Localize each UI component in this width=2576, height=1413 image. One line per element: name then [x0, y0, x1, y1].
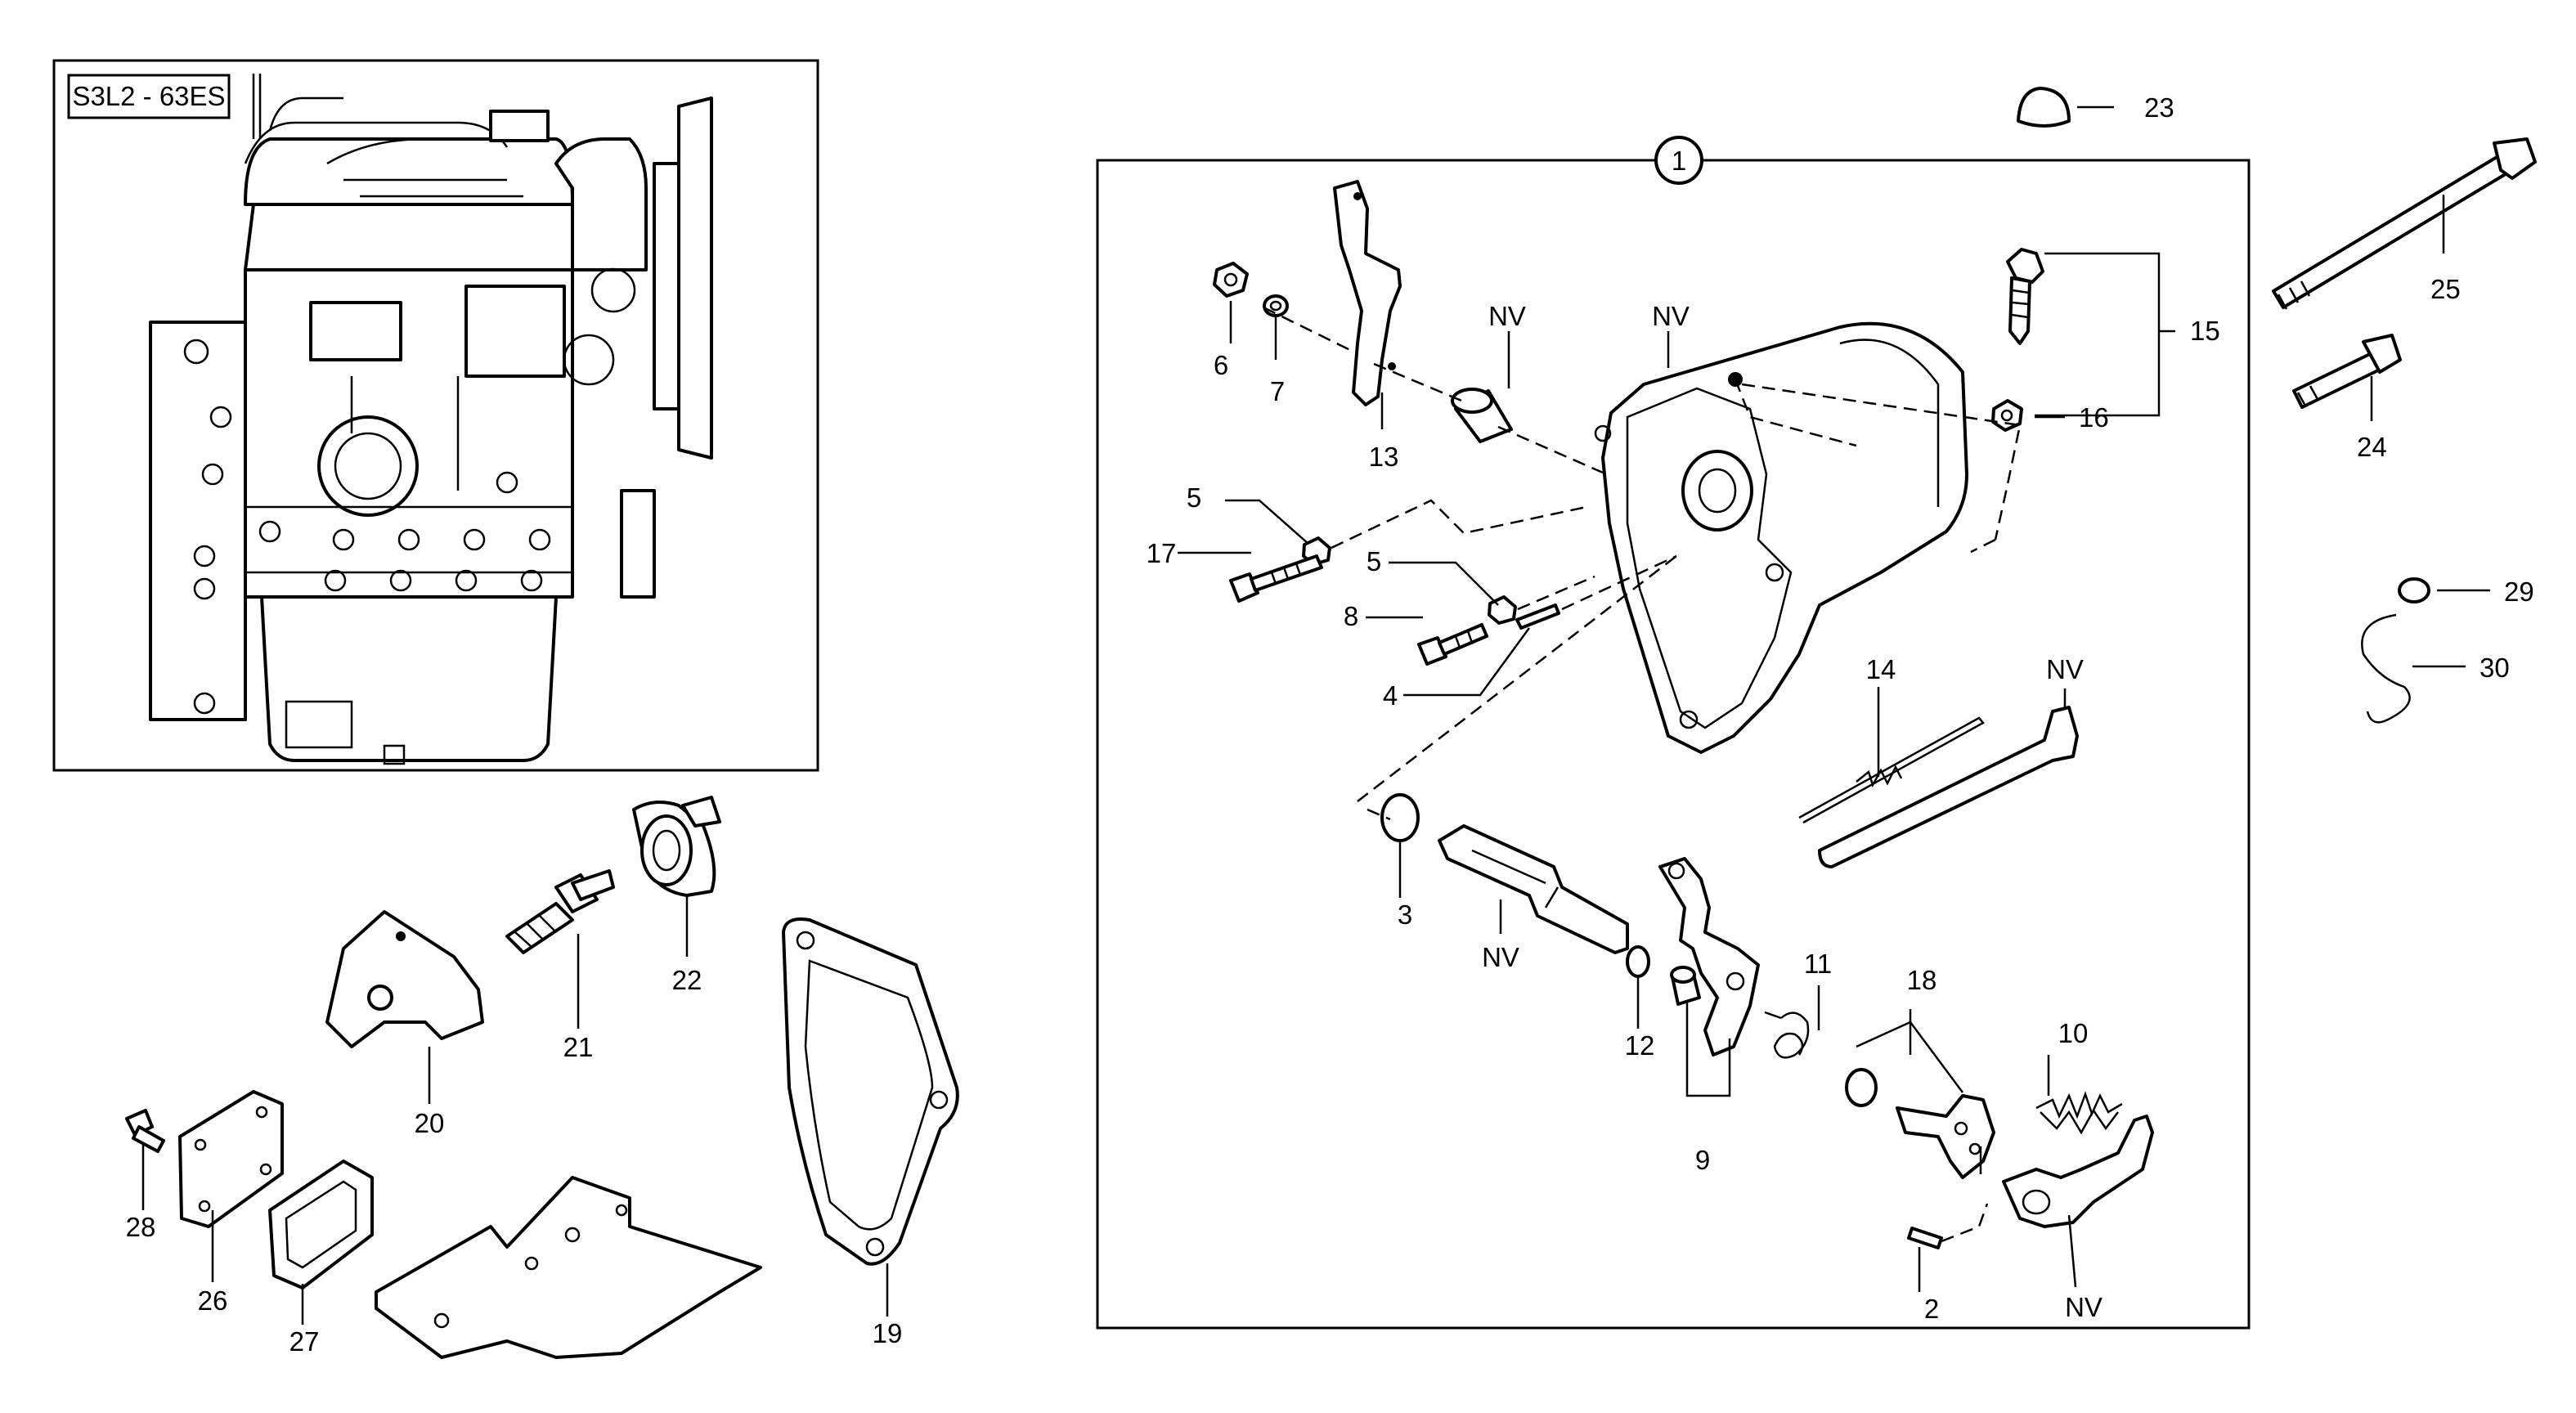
nv-shaft-label: NV: [1482, 942, 1519, 972]
part-11-spring: [1764, 1011, 1810, 1059]
callout-27: 27: [289, 1326, 320, 1357]
main-housing: [1594, 321, 1968, 754]
part-13-lever: [1333, 180, 1402, 406]
part-23-cap: [2017, 87, 2071, 128]
callout-14: 14: [1866, 654, 1896, 684]
part-24-bolt: [2292, 334, 2402, 409]
model-code-box: S3L2 - 63ES: [67, 74, 231, 119]
part-17-bolt: [1229, 554, 1323, 603]
part-nv-sleeve: [1451, 388, 1513, 443]
assembly-ref-label: 1: [1672, 146, 1686, 176]
callout-13: 13: [1369, 442, 1399, 472]
callout-23: 23: [2144, 92, 2174, 123]
part-30-wire-clip: [2361, 613, 2411, 724]
engine-overview-panel: S3L2 - 63ES: [52, 59, 819, 772]
part-2-pin: [1907, 1227, 1943, 1249]
callout-24: 24: [2357, 432, 2387, 462]
callout-4: 4: [1383, 680, 1398, 711]
part-18-lever: [1845, 1068, 1995, 1179]
part-25-long-bolt: [2272, 137, 2537, 310]
callout-25: 25: [2430, 274, 2461, 304]
part-nv-lever-bottom: [2002, 1115, 2154, 1228]
callout-28: 28: [126, 1212, 156, 1242]
part-3-o-ring: [1380, 793, 1420, 842]
callout-5-lower: 5: [1367, 546, 1381, 576]
part-9-bushing: [1670, 966, 1701, 1006]
part-8-bolt: [1417, 623, 1488, 666]
callout-26: 26: [198, 1285, 228, 1316]
assembly-dash-lines: [1263, 306, 2022, 1243]
part-22-flanged-sleeve: [632, 796, 721, 897]
callout-16: 16: [2079, 402, 2109, 433]
part-7-washer: [1263, 294, 1289, 317]
nv-sleeve-label: NV: [1488, 301, 1526, 331]
callout-labels: 23 25 15 16 24 29 30 6 7 13 5 17 5 8 4 3…: [126, 92, 2534, 1357]
nv-housing-label: NV: [1652, 301, 1690, 331]
callout-10: 10: [2058, 1018, 2089, 1048]
callout-18: 18: [1907, 965, 1937, 995]
callout-21: 21: [563, 1032, 594, 1062]
callout-8: 8: [1344, 601, 1358, 631]
part-29-sleeve: [2398, 577, 2430, 603]
part-27-gasket: [268, 1160, 374, 1290]
nv-link-plate-label: NV: [2046, 654, 2084, 684]
gasket-lower: [375, 1176, 762, 1359]
callout-12: 12: [1625, 1030, 1655, 1061]
part-4-pin: [1515, 603, 1560, 630]
part-6-nut: [1213, 262, 1249, 298]
part-nv-shaft: [1438, 824, 1629, 954]
part-28-bolt: [125, 1109, 165, 1153]
callout-7: 7: [1270, 376, 1285, 406]
callout-15: 15: [2190, 316, 2220, 346]
callout-6: 6: [1214, 350, 1228, 380]
engine-illustration: [149, 74, 713, 765]
callout-9: 9: [1695, 1145, 1710, 1175]
part-21-fitting: [505, 869, 615, 954]
callout-20: 20: [415, 1108, 445, 1138]
part-14-rod: [1798, 716, 1985, 824]
callout-19: 19: [873, 1318, 903, 1348]
assembly-1-frame: 1: [1096, 136, 2251, 1330]
callout-17: 17: [1147, 538, 1177, 568]
part-lever-middle: [1658, 857, 1760, 1056]
part-nv-link-plate: [1818, 706, 2079, 868]
callout-3: 3: [1398, 899, 1412, 930]
part-26-cover-plate: [178, 1090, 284, 1228]
callout-30: 30: [2480, 653, 2510, 683]
part-19-large-gasket: [782, 917, 959, 1266]
callout-29: 29: [2504, 576, 2534, 607]
part-15-stud: [2006, 248, 2044, 345]
callout-11: 11: [1804, 949, 1832, 979]
model-code-label: S3L2 - 63ES: [72, 81, 225, 111]
callout-22: 22: [672, 965, 702, 995]
part-20-bracket: [325, 910, 484, 1048]
leader-lines: [141, 105, 2490, 1325]
callout-5-upper: 5: [1187, 482, 1201, 513]
callout-2: 2: [1924, 1294, 1939, 1324]
part-12-washer: [1626, 945, 1650, 978]
part-10-spring: [2035, 1091, 2123, 1135]
nv-lever-label: NV: [2065, 1292, 2103, 1322]
